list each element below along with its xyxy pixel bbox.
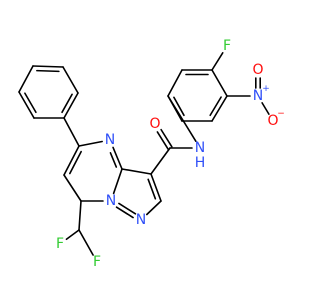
- bond-line: [18, 91, 35, 119]
- charge-sign: −: [277, 109, 285, 119]
- bond-line: [160, 128, 173, 148]
- bond-line: [78, 229, 94, 256]
- fluorine-atom-label: F: [93, 254, 101, 270]
- pyrimidine-nitrogen-label: N: [105, 132, 115, 148]
- label-background: [148, 117, 162, 131]
- fluorine-atom-label: F: [56, 236, 64, 252]
- bond-line: [167, 69, 183, 97]
- label-background: [193, 141, 207, 155]
- bond-line: [261, 102, 270, 115]
- label-background: [104, 194, 118, 208]
- bond-line: [173, 96, 185, 117]
- bond-line: [109, 152, 118, 168]
- bond-line: [209, 96, 222, 117]
- bond-line: [121, 168, 152, 175]
- bond-line: [62, 66, 79, 94]
- label-background: [251, 63, 265, 77]
- bond-line: [150, 147, 171, 175]
- bond-line: [115, 206, 134, 219]
- bond-line: [145, 200, 162, 216]
- carbonyl-oxygen-label: O: [149, 116, 160, 132]
- bond-lines: [18, 51, 270, 256]
- bond-line: [211, 69, 228, 97]
- bond-line: [211, 51, 224, 71]
- bond-line: [61, 93, 73, 114]
- nitro-oxide-label: O: [267, 113, 278, 129]
- label-background: [103, 133, 117, 147]
- bond-line: [18, 65, 34, 93]
- bond-line: [63, 145, 80, 176]
- amide-nitrogen-label: N: [195, 140, 205, 156]
- bond-line: [118, 202, 137, 215]
- bond-line: [63, 174, 82, 202]
- bond-line: [150, 173, 162, 202]
- bond-line: [65, 229, 80, 241]
- bond-line: [112, 146, 123, 170]
- label-background: [220, 39, 234, 53]
- amide-hydrogen-label: H: [195, 155, 206, 171]
- label-background: [53, 237, 67, 251]
- label-background: [90, 255, 104, 269]
- nitro-nitrogen-label: N: [253, 88, 263, 104]
- bond-line: [112, 168, 123, 195]
- bond-line: [211, 95, 228, 122]
- label-background: [266, 114, 280, 128]
- label-background: [251, 89, 265, 103]
- bond-line: [32, 65, 64, 68]
- bridgehead-nitrogen-label: N: [106, 193, 116, 209]
- bond-line: [69, 150, 82, 175]
- bond-line: [63, 92, 79, 119]
- charge-sign: +: [262, 84, 270, 94]
- nitro-oxygen-label: O: [252, 62, 263, 78]
- bond-line: [167, 95, 197, 142]
- label-background: [134, 213, 148, 227]
- bond-line: [63, 117, 80, 147]
- bond-line: [147, 178, 157, 200]
- bond-line: [156, 131, 169, 150]
- pyrazole-nitrogen-label: N: [136, 212, 146, 228]
- bond-line: [24, 92, 37, 114]
- bond-line: [78, 140, 103, 147]
- bond-line: [78, 200, 82, 231]
- fluorine-atom-label: F: [223, 38, 231, 54]
- bond-line: [36, 69, 60, 73]
